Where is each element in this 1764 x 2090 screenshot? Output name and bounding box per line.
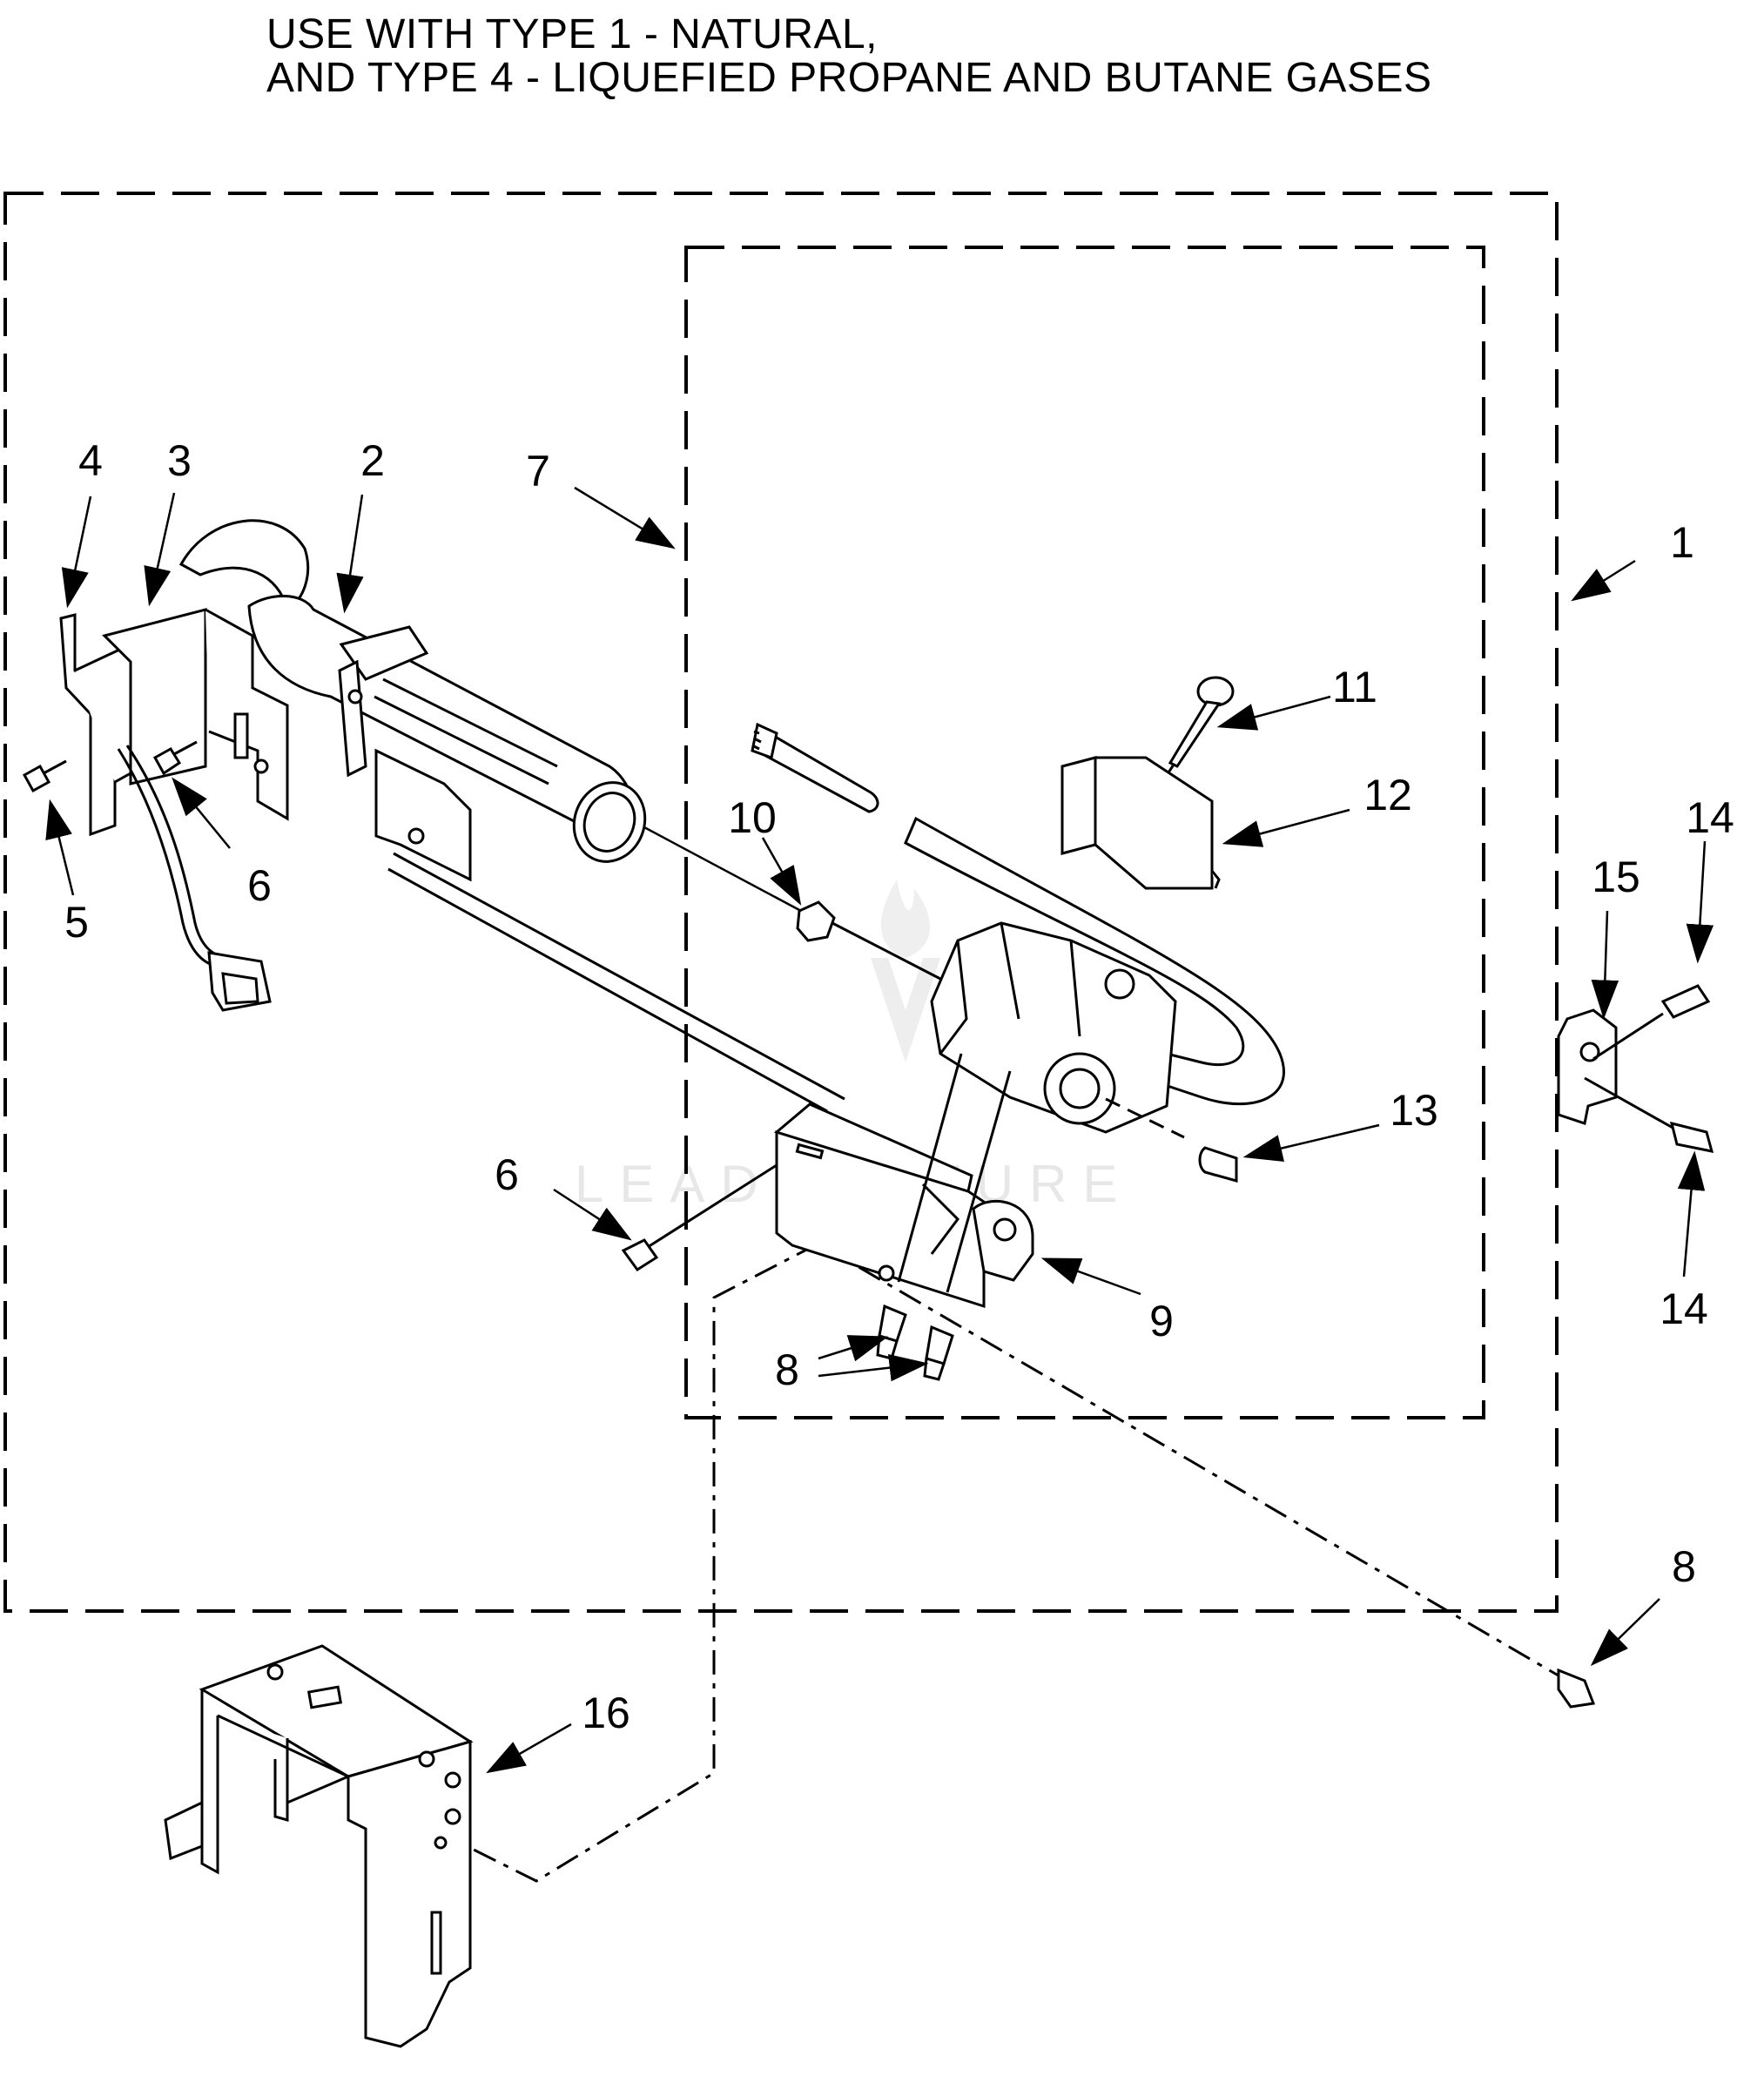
leader-burner-orifice [643,826,802,913]
callout-5: 5 [64,898,89,947]
callout-9: 9 [1149,1297,1174,1345]
callout-16: 16 [582,1689,630,1737]
part-10-orifice [796,900,941,981]
wire-harness [117,745,272,1012]
leader-arrows [45,486,1714,1774]
part-12-coil [1060,756,1221,890]
gas-valve [930,921,1185,1139]
part-11-screw [1139,676,1235,816]
screw-5 [22,759,67,793]
screw-14-upper [1660,984,1711,1019]
callout-1: 1 [1670,518,1694,567]
screw-14-lower [1669,1121,1714,1153]
part-4-bracket [59,613,132,837]
assembly-1-boundary [3,192,1559,1613]
part-9-valve-bracket [773,1053,1034,1309]
callout-7: 7 [526,447,550,496]
callout-13: 13 [1390,1086,1438,1135]
part-15-bracket [1557,1008,1681,1134]
title-line-2: AND TYPE 4 - LIQUEFIED PROPANE AND BUTAN… [266,55,1432,101]
callout-3: 3 [167,436,192,485]
screw-6-left [152,740,198,776]
phantom-line-8 [818,1242,1568,1682]
callout-2: 2 [360,436,385,485]
part-2-burner-tube [178,519,647,863]
part-13-plug [1198,1146,1238,1183]
phantom-line-16 [445,1242,819,1883]
callout-14-lower: 14 [1660,1284,1708,1333]
callout-6-left: 6 [247,861,272,910]
callout-11: 11 [1332,663,1377,711]
assembly-7-boundary [684,246,1485,1419]
callout-8-pair: 8 [775,1345,799,1394]
callout-14-upper: 14 [1686,793,1734,842]
burner-mount-bracket [374,748,845,1113]
screw-8-lower [1557,1668,1596,1709]
callout-6-bracket: 6 [495,1150,519,1199]
callout-8-lower: 8 [1672,1542,1696,1591]
gas-pipe [751,722,1285,1106]
part-3-igniter-bracket [102,608,289,821]
screw-6-bracket [621,1163,778,1272]
callout-4: 4 [78,436,103,485]
part-16-base-bracket [164,1644,474,2048]
title-line-1: USE WITH TYPE 1 - NATURAL, [266,11,878,57]
callout-10: 10 [728,793,777,842]
callout-12: 12 [1363,771,1412,819]
callout-15: 15 [1592,853,1640,901]
